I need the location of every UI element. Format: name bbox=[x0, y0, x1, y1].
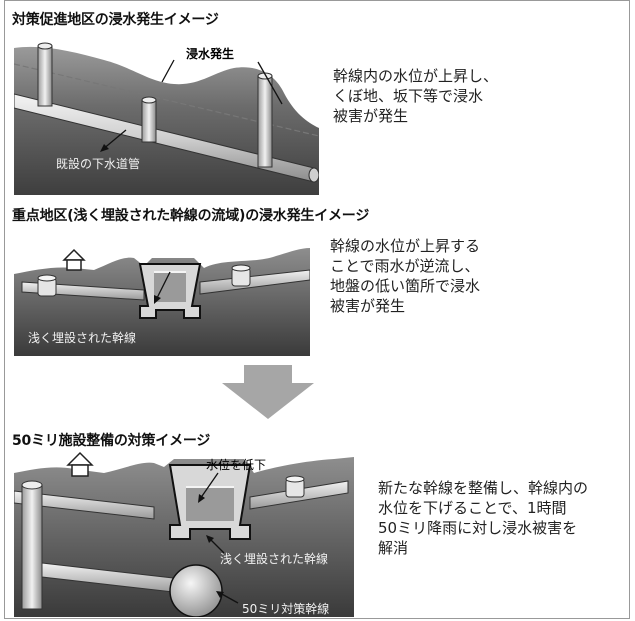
figure-frame bbox=[4, 0, 630, 619]
house-icon bbox=[66, 451, 94, 466]
section3-description: 新たな幹線を整備し、幹線内の 水位を下げることで、1時間 50ミリ降雨に対し浸水… bbox=[378, 478, 588, 558]
section2-diagram: 浅く埋設された幹線 bbox=[14, 238, 310, 356]
label-existing-pipe: 既設の下水道管 bbox=[56, 156, 140, 171]
vertical-shaft bbox=[21, 484, 43, 610]
label-shallow-sewer: 浅く埋設された幹線 bbox=[220, 551, 328, 566]
section3-diagram: 水位を低下 浅く埋設された幹線 50ミリ対策幹線 bbox=[14, 443, 354, 617]
desc-line: 解消 bbox=[378, 539, 409, 557]
label-50mm-sewer: 50ミリ対策幹線 bbox=[242, 601, 329, 616]
label-shallow-sewer: 浅く埋設された幹線 bbox=[28, 330, 136, 345]
ground-surface bbox=[14, 46, 319, 195]
manhole-2 bbox=[141, 99, 157, 143]
section2-heading: 重点地区(浅く埋設された幹線の流域)の浸水発生イメージ bbox=[12, 208, 370, 224]
desc-line: 地盤の低い箇所で浸水 bbox=[330, 277, 481, 295]
desc-line: ことで雨水が逆流し、 bbox=[330, 257, 480, 275]
desc-line: 水位を下げることで、1時間 bbox=[378, 499, 567, 517]
label-flood: 浸水発生 bbox=[186, 46, 234, 61]
manhole-3 bbox=[257, 75, 273, 168]
new-trunk-sewer bbox=[169, 564, 223, 617]
desc-line: 50ミリ降雨に対し浸水被害を bbox=[378, 519, 578, 537]
section3-heading: 50ミリ施設整備の対策イメージ bbox=[12, 433, 211, 449]
desc-line: 幹線の水位が上昇する bbox=[330, 237, 481, 255]
section2-description: 幹線の水位が上昇する ことで雨水が逆流し、 地盤の低い箇所で浸水 被害が発生 bbox=[330, 236, 480, 316]
desc-line: 幹線内の水位が上昇し、 bbox=[333, 67, 499, 85]
pipe-left bbox=[14, 490, 155, 520]
desc-line: 新たな幹線を整備し、幹線内の bbox=[378, 479, 589, 497]
section1-description: 幹線内の水位が上昇し、 くぼ地、坂下等で浸水 被害が発生 bbox=[333, 66, 498, 126]
section1-heading: 対策促進地区の浸水発生イメージ bbox=[12, 12, 219, 28]
pipe-right bbox=[199, 269, 310, 295]
desc-line: 被害が発生 bbox=[333, 107, 409, 125]
desc-line: くぼ地、坂下等で浸水 bbox=[333, 87, 484, 105]
desc-line: 被害が発生 bbox=[330, 297, 406, 315]
house-icon bbox=[62, 248, 86, 261]
down-arrow-icon bbox=[222, 365, 314, 419]
label-lower-water: 水位を低下 bbox=[206, 457, 266, 472]
section1-diagram: 浸水発生 既設の下水道管 bbox=[14, 38, 319, 195]
manhole-1 bbox=[37, 45, 53, 107]
